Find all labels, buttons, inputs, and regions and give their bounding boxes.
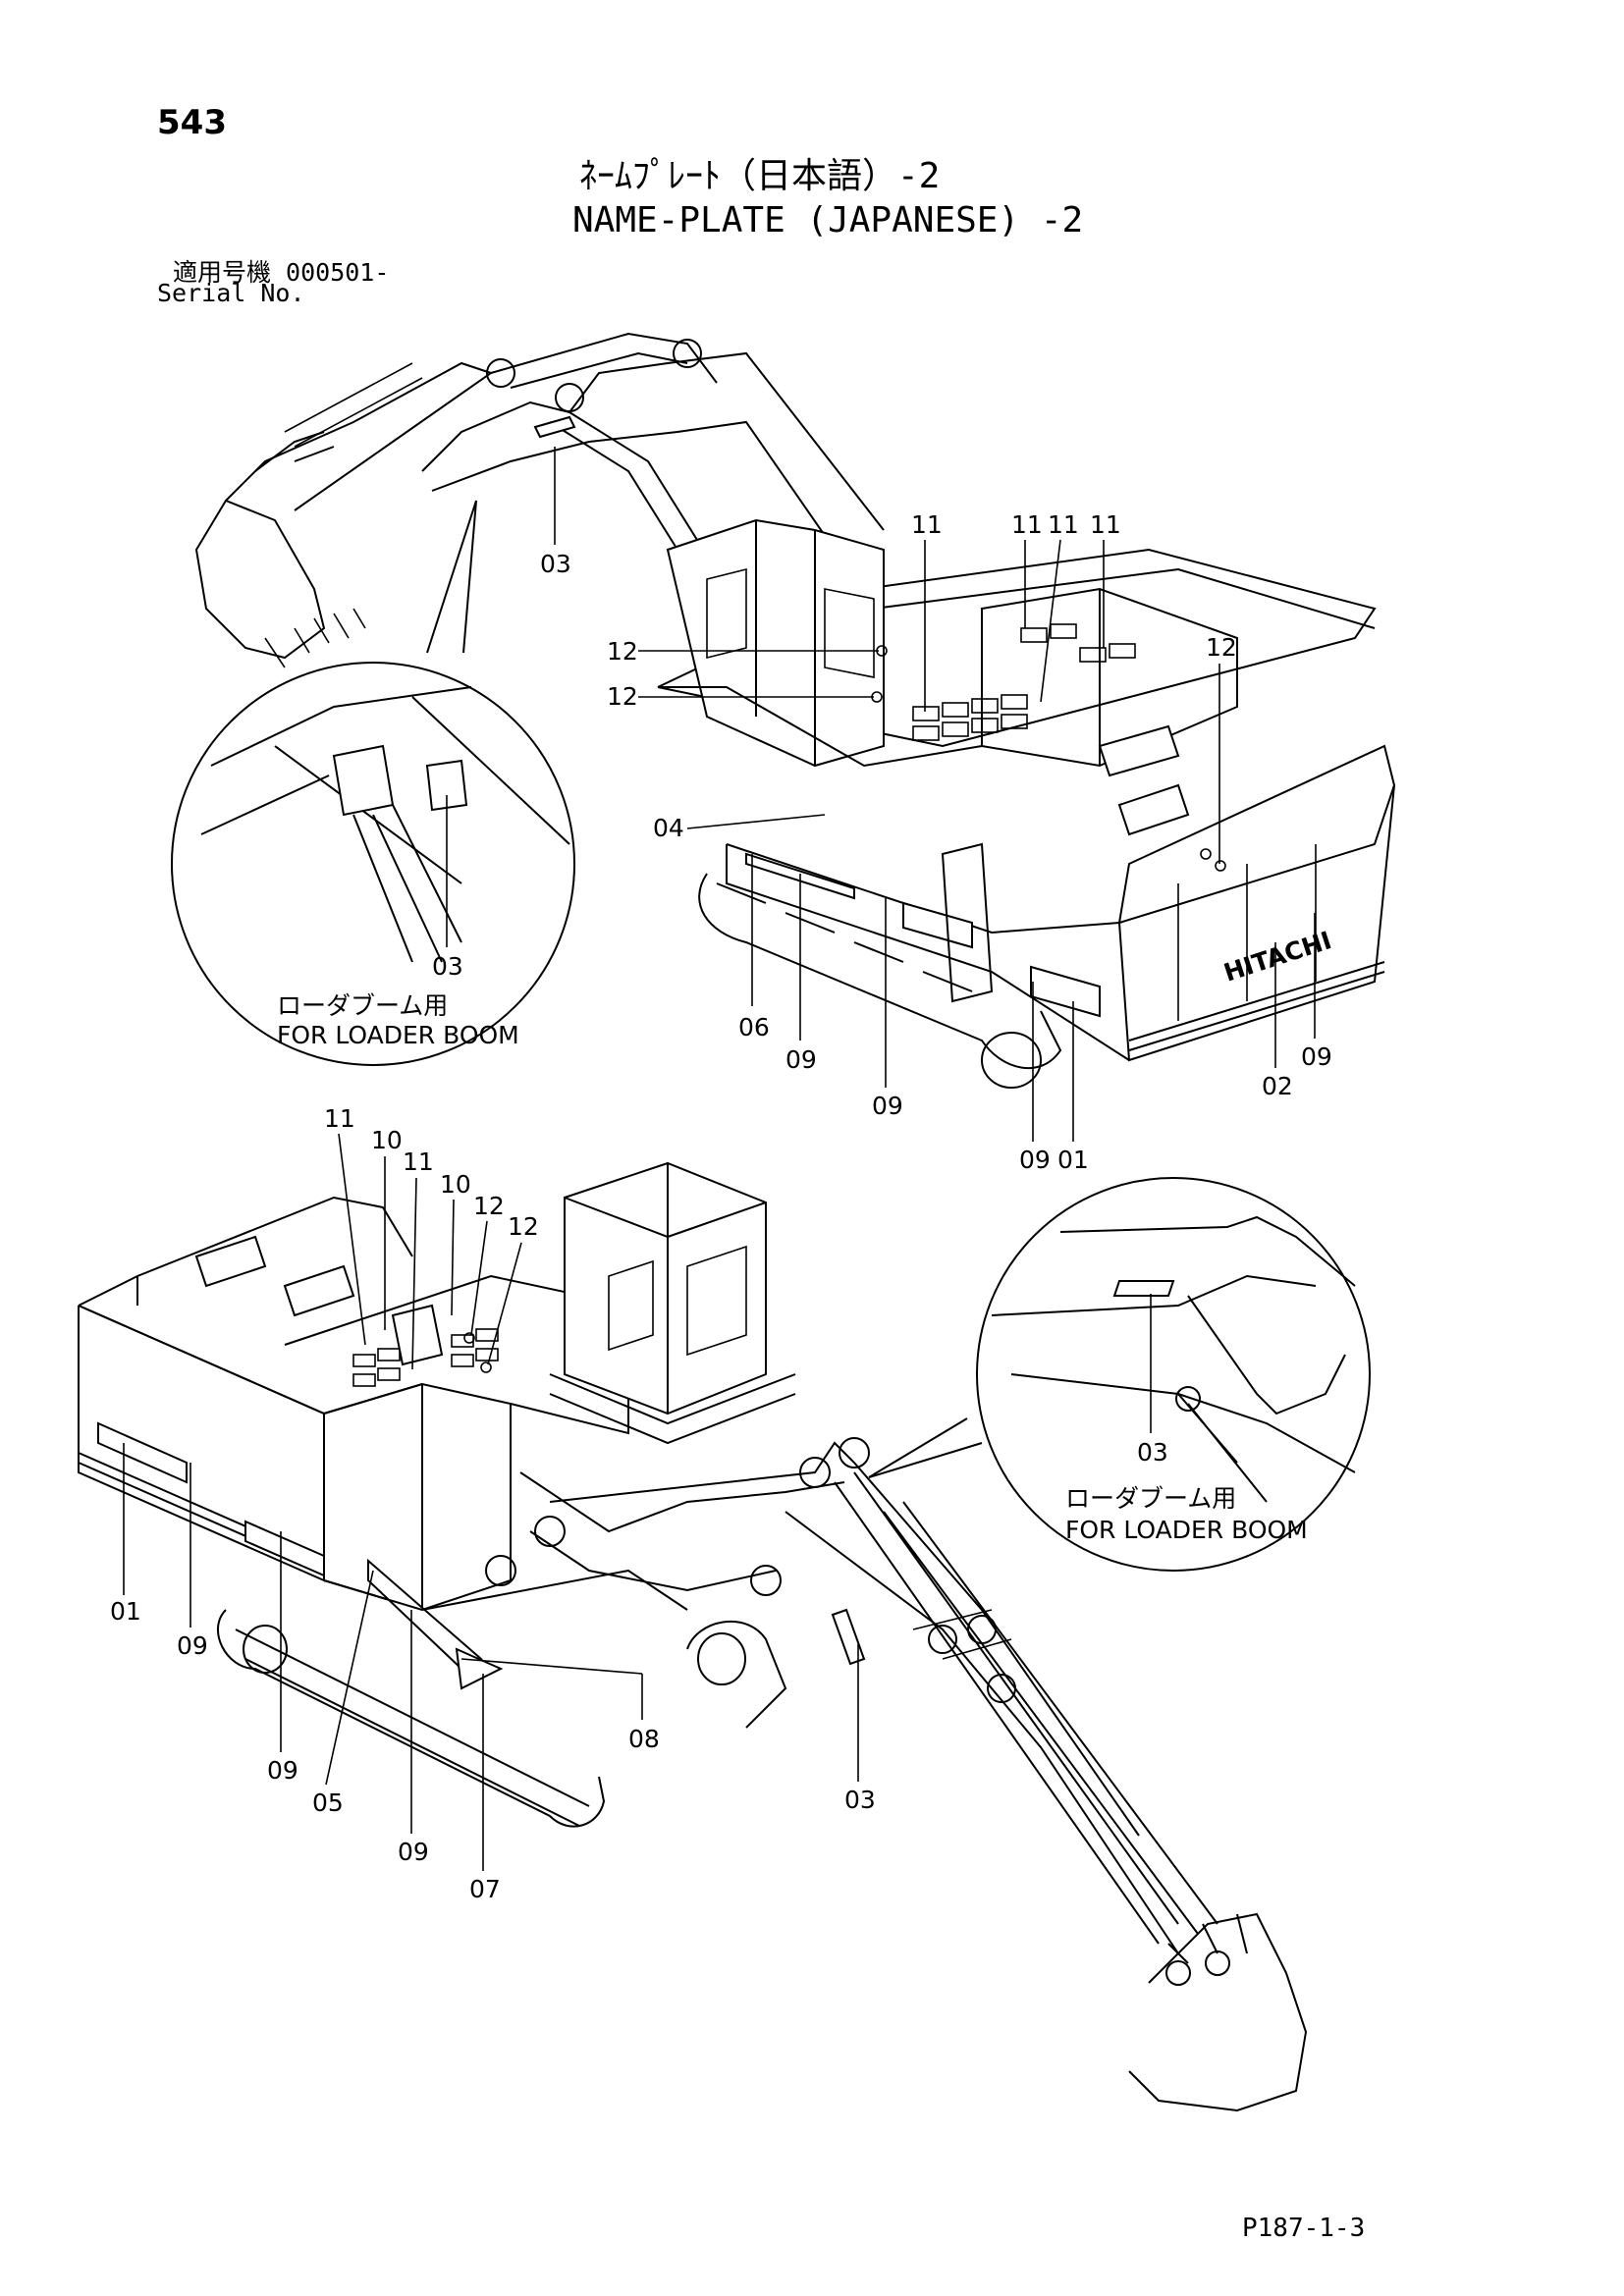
callout-02: 02 [1262,1072,1293,1100]
callout-11: 11 [911,510,943,539]
upper-note-jp: ローダブーム用 [277,991,448,1020]
lower-note-jp: ローダブーム用 [1065,1484,1236,1513]
callout-11: 11 [1048,510,1079,539]
callout-03-detail: 03 [1137,1438,1168,1467]
upper-callouts: 03 11 11 11 11 12 12 12 04 06 09 09 09 0… [540,447,1332,1174]
callout-12: 12 [607,682,638,711]
callout-10: 10 [440,1170,471,1199]
callout-09: 09 [1301,1042,1332,1071]
upper-detail-view: 03 ローダブーム用 FOR LOADER BOOM [171,500,575,1066]
upper-excavator-drawing: HITACHI [194,332,1396,1089]
callout-08: 08 [628,1725,660,1753]
callout-01: 01 [110,1597,141,1626]
serial-label-english: Serial No. [157,279,305,307]
callout-09: 09 [398,1838,429,1866]
upper-note-en: FOR LOADER BOOM [277,1021,519,1049]
callout-11: 11 [1011,510,1043,539]
page-number: 543 [157,103,227,142]
brand-mark: HITACHI [1220,926,1335,988]
callout-09: 09 [872,1092,903,1120]
callout-12: 12 [508,1212,539,1241]
drawing-code: P187-1-3 [1242,2214,1366,2243]
callout-11: 11 [403,1148,434,1176]
callout-07: 07 [469,1875,501,1903]
serial-label-japanese: 適用号機 000501- [173,258,390,287]
callout-04: 04 [653,814,684,842]
callout-06: 06 [738,1013,770,1041]
callout-10: 10 [371,1126,403,1154]
callout-03-boom: 03 [540,550,571,578]
title-english: NAME-PLATE (JAPANESE) -2 [572,200,1084,240]
callout-01: 01 [1057,1146,1089,1174]
callout-05: 05 [312,1789,344,1817]
title-japanese: ﾈｰﾑﾌﾟﾚｰﾄ（日本語）-2 [579,156,941,196]
callout-12: 12 [1206,633,1237,662]
callout-12: 12 [607,637,638,666]
callout-09: 09 [785,1045,817,1074]
lower-excavator-drawing [78,1161,1308,2112]
lower-note-en: FOR LOADER BOOM [1065,1516,1308,1544]
callout-11: 11 [324,1104,355,1133]
lower-callouts: 11 10 11 10 12 12 01 09 09 05 09 07 08 0… [110,1104,876,1903]
callout-03-stick: 03 [844,1786,876,1814]
callout-09: 09 [177,1631,208,1660]
callout-11: 11 [1090,510,1121,539]
callout-09: 09 [267,1756,298,1785]
lower-detail-view: 03 ローダブーム用 FOR LOADER BOOM [868,1177,1371,1572]
callout-03-detail: 03 [432,952,463,981]
callout-09: 09 [1019,1146,1051,1174]
callout-12: 12 [473,1192,505,1220]
